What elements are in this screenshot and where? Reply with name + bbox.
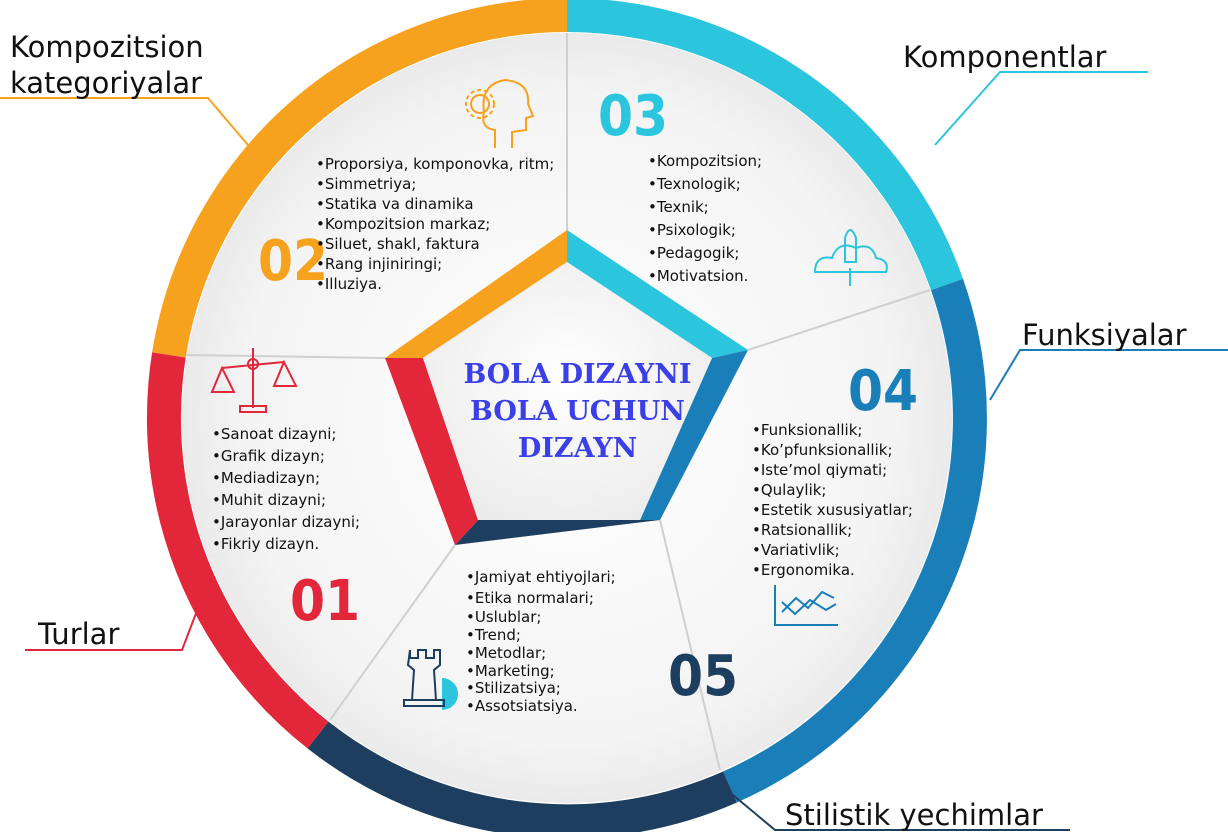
label-kompozitsion-line1: Kompozitsion [10, 30, 204, 64]
ring-segment-03 [566, 0, 964, 291]
pentagon-band [385, 230, 748, 545]
leader-line-funksiyalar [989, 349, 1228, 401]
center-title-line1: BOLA DIZAYNI [463, 359, 692, 390]
list-item: Assotsiatsiya. [466, 697, 616, 716]
list-item: Funksionallik; [752, 420, 913, 440]
list-item: Illuziya. [316, 274, 556, 294]
list-item: Kompozitsion; [648, 150, 762, 173]
ring-segment-05 [307, 721, 737, 832]
list-item: Psixologik; [648, 219, 762, 242]
section-number-04: 04 [848, 359, 918, 424]
list-item: Pedagogik; [648, 242, 762, 265]
ring-segment-04 [723, 278, 987, 803]
list-item: Metodlar; [466, 644, 616, 663]
list-item: Ko’pfunksionallik; [752, 440, 913, 460]
section-number-05: 05 [668, 644, 738, 709]
label-kompozitsion-line2: kategoriyalar [10, 66, 203, 100]
list-item: Ratsionallik; [752, 520, 913, 540]
list-item: Variativlik; [752, 540, 913, 560]
list-item: Simmetriya; [316, 174, 556, 194]
chess-rook-pie-icon [403, 649, 458, 710]
list-item: Uslublar; [466, 608, 616, 627]
leader-line-kompozitsion [0, 97, 249, 146]
pentagon-edge-04 [640, 350, 748, 520]
list-item: Fikriy dizayn. [212, 533, 360, 555]
list-item: Texnologik; [648, 173, 762, 196]
rocket-cloud-icon [813, 229, 888, 286]
section-number-01: 01 [290, 569, 360, 634]
list-item: Qulaylik; [752, 480, 913, 500]
ring-segment-02 [152, 0, 568, 358]
section-05-list: Jamiyat ehtiyojlari; Etika normalari; Us… [466, 566, 616, 716]
center-title-line3: DIZAYN [517, 433, 638, 464]
list-item: Muhit dizayni; [212, 489, 360, 511]
list-item: Ergonomika. [752, 560, 913, 580]
list-item: Etika normalari; [466, 588, 616, 608]
pentagon-edge-01 [385, 358, 478, 545]
list-item: Marketing; [466, 663, 616, 680]
list-item: Grafik dizayn; [212, 445, 360, 467]
list-item: Stilizatsiya; [466, 680, 616, 697]
pentagon-center [423, 262, 712, 520]
list-item: Rang injiniringi; [316, 254, 556, 274]
list-item: Sanoat dizayni; [212, 423, 360, 445]
section-01-list: Sanoat dizayni; Grafik dizayn; Mediadiza… [212, 423, 360, 555]
leader-line-komponentlar [934, 71, 1148, 146]
center-title-line2: BOLA UCHUN [470, 396, 685, 427]
list-item: Statika va dinamika [316, 194, 556, 214]
outer-ring [146, 0, 987, 832]
section-04-list: Funksionallik; Ko’pfunksionallik; Iste’m… [752, 420, 913, 580]
list-item: Jarayonlar dizayni; [212, 511, 360, 533]
list-item: Mediadizayn; [212, 467, 360, 489]
pentagon-edge-03 [567, 230, 748, 358]
chart-growth-icon [774, 585, 838, 626]
label-turlar: Turlar [38, 617, 120, 651]
list-item: Proporsiya, komponovka, ritm; [316, 154, 556, 174]
list-item: Estetik xususiyatlar; [752, 500, 913, 520]
leader-line-stilistik [714, 779, 1070, 831]
head-gear-icon [465, 78, 535, 148]
list-item: Siluet, shakl, faktura [316, 234, 556, 254]
list-item: Kompozitsion markaz; [316, 214, 556, 234]
label-stilistik: Stilistik yechimlar [785, 798, 1043, 832]
section-number-03: 03 [598, 84, 668, 149]
pentagon-edge-05 [455, 520, 660, 545]
list-item: Iste’mol qiymati; [752, 460, 913, 480]
section-03-list: Kompozitsion; Texnologik; Texnik; Psixol… [648, 150, 762, 288]
list-item: Texnik; [648, 196, 762, 219]
scales-icon [210, 348, 298, 413]
list-item: Jamiyat ehtiyojlari; [466, 566, 616, 588]
center-title: BOLA DIZAYNI BOLA UCHUN DIZAYN [445, 356, 710, 467]
list-item: Motivatsion. [648, 265, 762, 288]
list-item: Trend; [466, 627, 616, 644]
ring-segment-01 [146, 352, 329, 749]
label-komponentlar: Komponentlar [903, 40, 1107, 74]
leader-lines [0, 71, 1228, 831]
section-02-list: Proporsiya, komponovka, ritm; Simmetriya… [316, 154, 556, 294]
label-funksiyalar: Funksiyalar [1022, 318, 1187, 352]
leader-line-turlar [25, 594, 204, 651]
